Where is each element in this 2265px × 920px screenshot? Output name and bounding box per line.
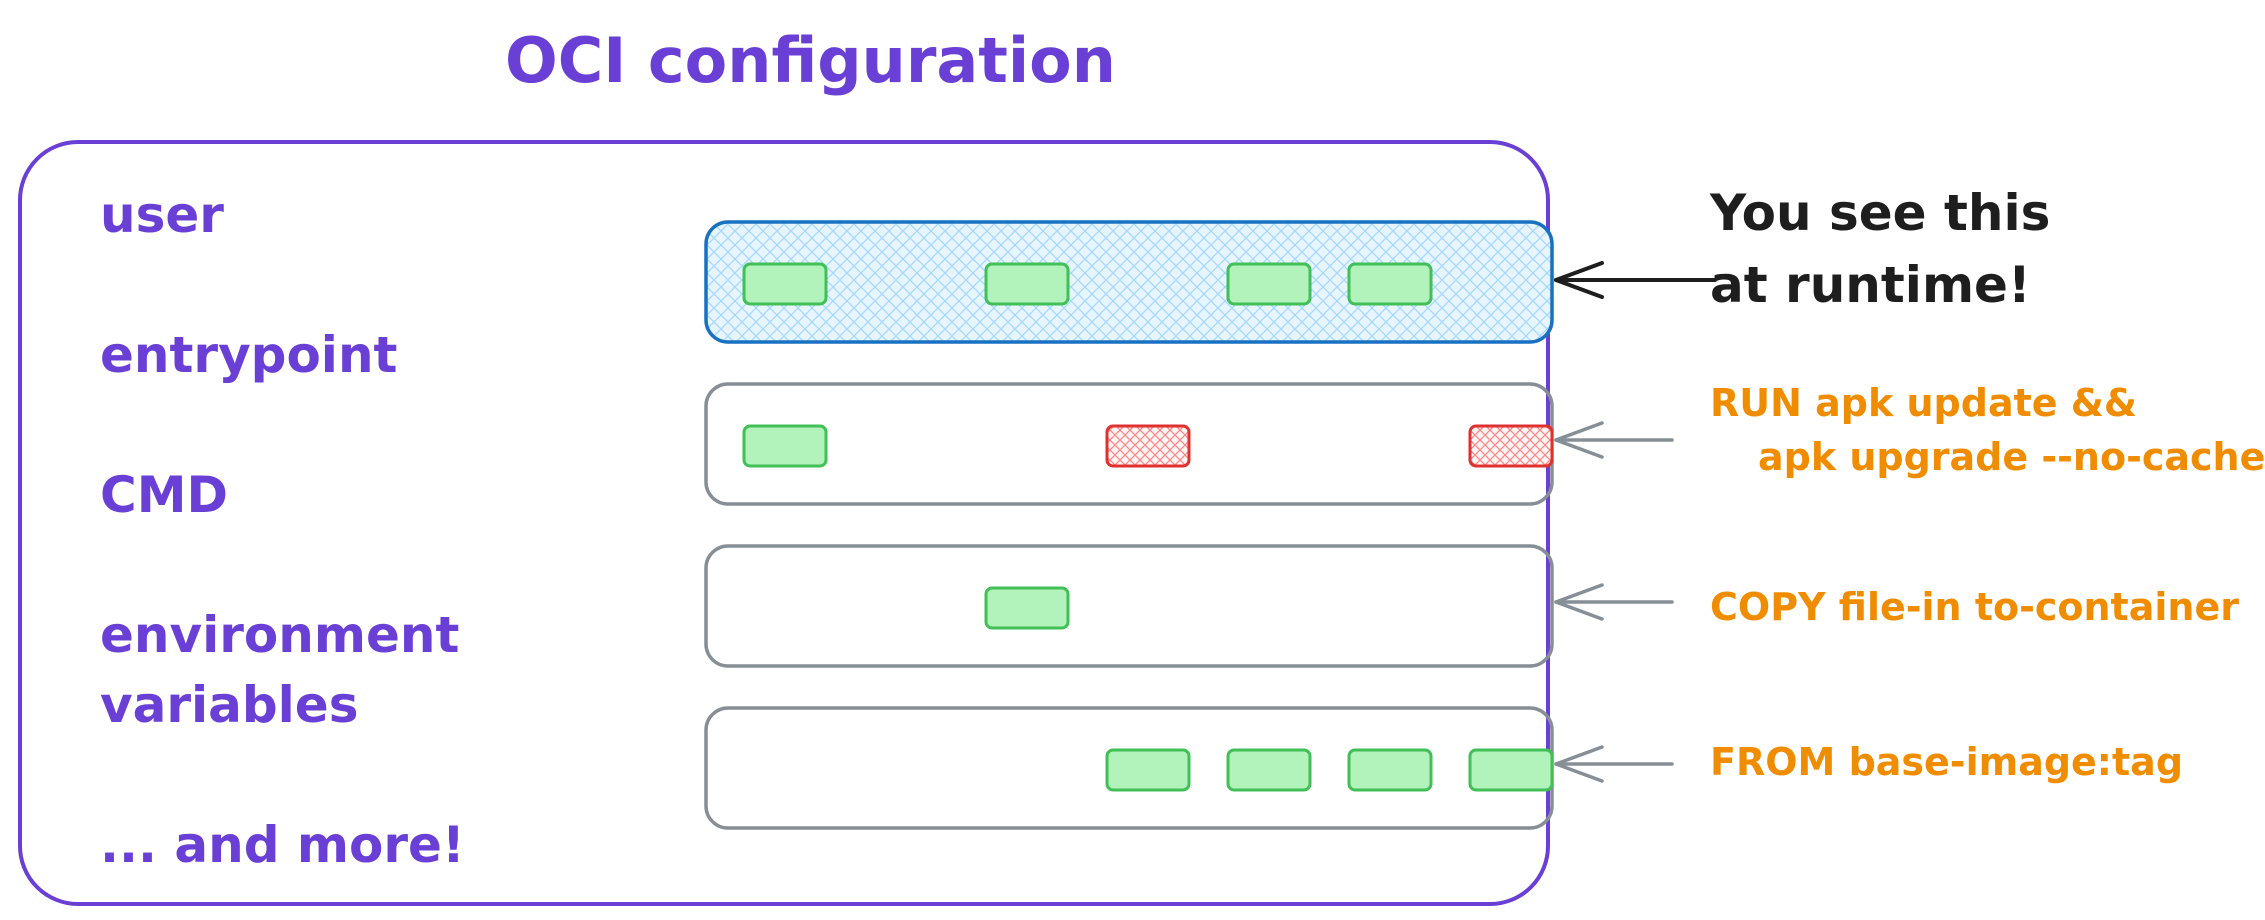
copy-file-block — [984, 586, 1070, 630]
copy-layer-box — [704, 544, 1554, 668]
runtime-file-block — [1347, 262, 1433, 306]
run-instruction-line1: RUN apk update && — [1710, 381, 2137, 425]
from-instruction: FROM base-image:tag — [1710, 740, 2183, 784]
runtime-file-block — [742, 262, 828, 306]
runtime-note-line1: You see this — [1709, 184, 2050, 242]
from-file-block — [1468, 748, 1554, 792]
from-arrowhead — [1554, 745, 1604, 783]
from-file-block — [1105, 748, 1191, 792]
runtime-file-block — [1226, 262, 1312, 306]
field-environment: environment — [100, 606, 459, 664]
image-layers — [704, 220, 1717, 830]
runtime-layer-box — [704, 220, 1554, 344]
copy-instruction: COPY file-in to-container — [1710, 585, 2239, 629]
copy-arrowhead — [1554, 583, 1604, 621]
run-instruction-line2: apk upgrade --no-cache — [1758, 435, 2265, 479]
field-variables: variables — [100, 676, 358, 734]
from-file-block — [1347, 748, 1433, 792]
run-removed-file-block — [1468, 424, 1554, 468]
field-cmd: CMD — [100, 466, 228, 524]
runtime-arrowhead — [1554, 261, 1604, 299]
run-removed-file-block — [1105, 424, 1191, 468]
field-and-more: ... and more! — [100, 816, 465, 874]
runtime-file-block — [984, 262, 1070, 306]
oci-config-box — [18, 140, 1550, 906]
diagram-title: OCI configuration — [505, 24, 1116, 97]
run-arrowhead — [1554, 421, 1604, 459]
runtime-note-line2: at runtime! — [1710, 256, 2031, 314]
field-user: user — [100, 186, 224, 244]
run-file-block — [742, 424, 828, 468]
from-file-block — [1226, 748, 1312, 792]
field-entrypoint: entrypoint — [100, 326, 397, 384]
